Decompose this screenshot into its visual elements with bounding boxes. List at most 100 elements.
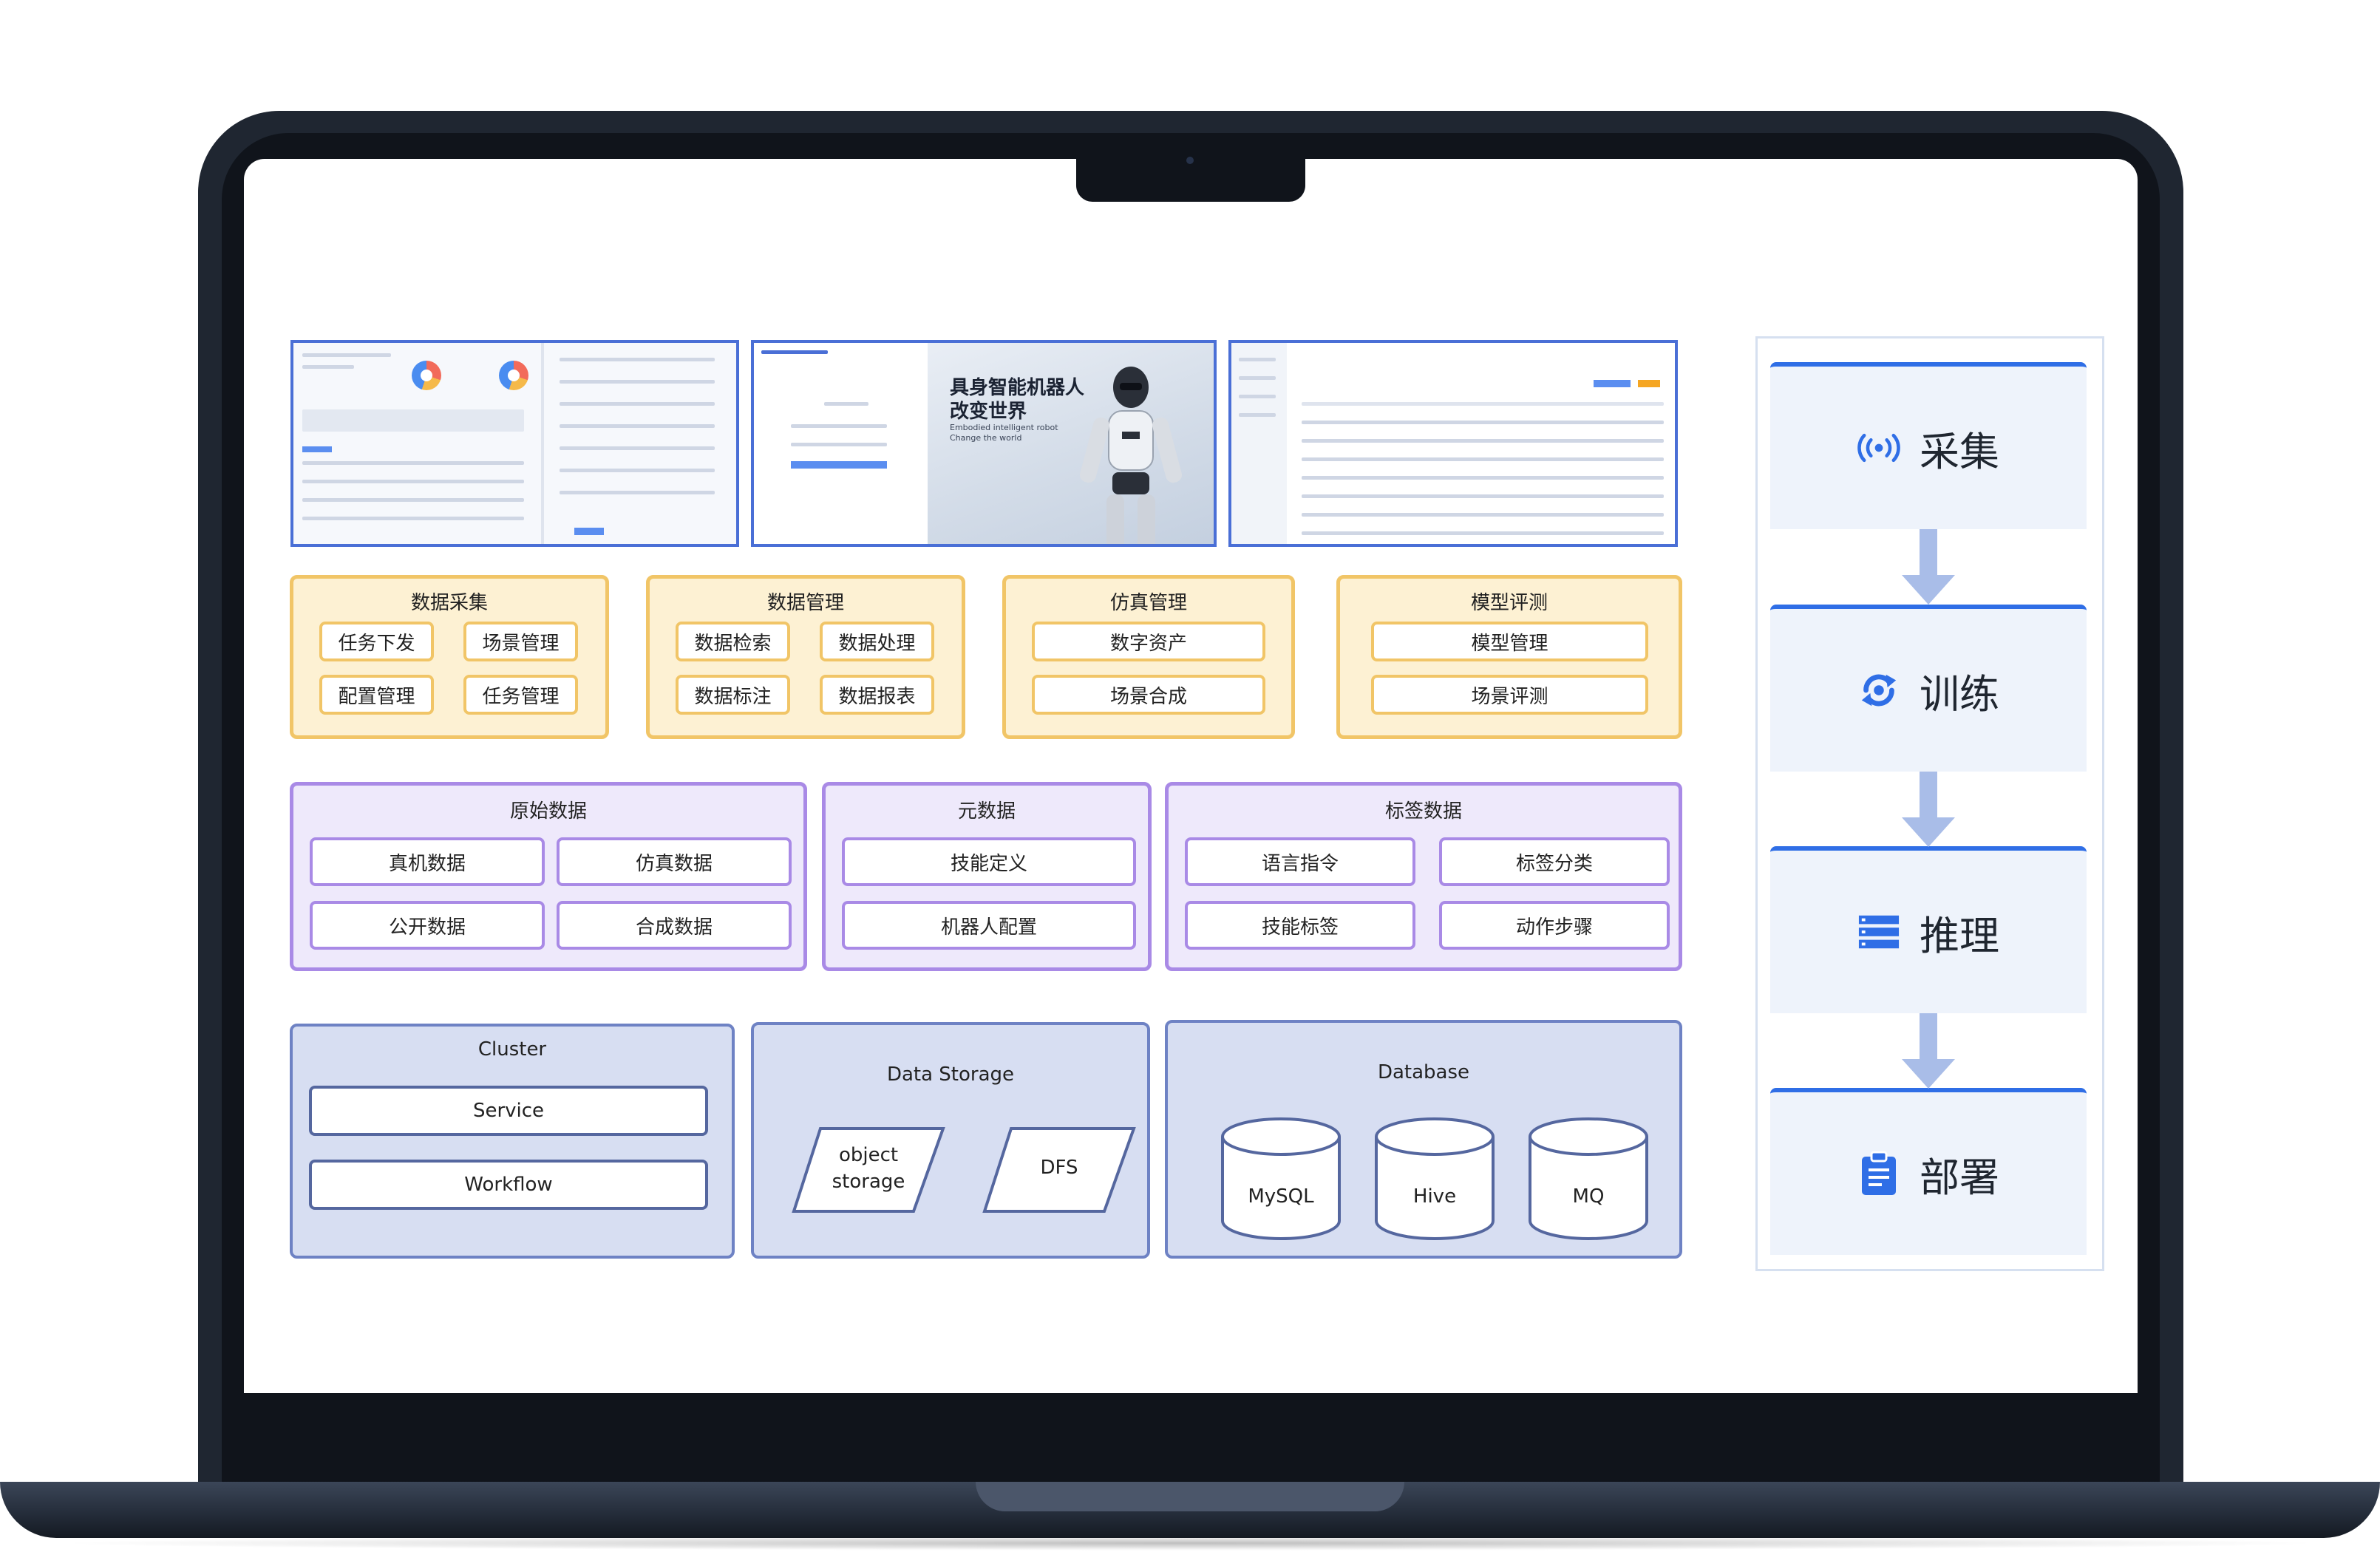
mini-row bbox=[302, 480, 524, 483]
dfs-label: DFS bbox=[1040, 1157, 1078, 1179]
mini-table-row bbox=[1302, 494, 1664, 498]
mini-row bbox=[302, 461, 524, 465]
screenshot-table bbox=[1228, 340, 1678, 547]
stage-label: 推理 bbox=[1920, 912, 1999, 959]
signal-broadcast-icon bbox=[1857, 426, 1900, 469]
arrow-down-icon bbox=[1902, 772, 1955, 847]
mini-sidebar bbox=[1231, 343, 1287, 544]
module-title: 数据管理 bbox=[766, 592, 844, 614]
chip-data-annotation: 数据标注 bbox=[676, 675, 790, 715]
chip-scene-evaluation: 场景评测 bbox=[1371, 675, 1648, 715]
arrow-down-icon bbox=[1902, 529, 1955, 605]
mini-table-row bbox=[1302, 421, 1664, 424]
hero-title-line2: 改变世界 bbox=[950, 401, 1027, 423]
mini-field bbox=[560, 491, 715, 494]
database-cylinder-icon bbox=[1375, 1117, 1495, 1240]
data-group-title: 标签数据 bbox=[1384, 800, 1462, 823]
database-cylinder-icon bbox=[1529, 1117, 1648, 1240]
chip-digital-assets: 数字资产 bbox=[1032, 622, 1265, 661]
mini-table-row bbox=[1302, 531, 1664, 535]
donut-chart-icon bbox=[412, 361, 441, 390]
infra-title: Data Storage bbox=[886, 1063, 1015, 1086]
chip-model-management: 模型管理 bbox=[1371, 622, 1648, 661]
refresh-cycle-icon bbox=[1857, 669, 1900, 712]
chip-data-search: 数据检索 bbox=[676, 622, 790, 661]
chip-robot-config: 机器人配置 bbox=[842, 901, 1136, 950]
module-simulation-management: 仿真管理 数字资产 场景合成 bbox=[1002, 575, 1295, 739]
mini-text bbox=[302, 365, 354, 369]
mini-login-button bbox=[791, 461, 887, 469]
chip-language-instruction: 语言指令 bbox=[1185, 837, 1415, 886]
mini-field bbox=[560, 469, 715, 472]
module-title: 数据采集 bbox=[410, 592, 488, 614]
laptop-shadow bbox=[52, 1536, 2328, 1551]
chip-public-data: 公开数据 bbox=[310, 901, 545, 950]
module-title: 模型评测 bbox=[1470, 592, 1548, 614]
infra-title: Database bbox=[1377, 1061, 1470, 1083]
mini-nav bbox=[1239, 395, 1276, 398]
database-cylinder-icon bbox=[1221, 1117, 1341, 1240]
data-group-title: 原始数据 bbox=[509, 800, 587, 823]
mini-table-row bbox=[1302, 439, 1664, 443]
hero-title-line1: 具身智能机器人 bbox=[950, 377, 1085, 399]
db-hive-label: Hive bbox=[1412, 1185, 1457, 1208]
mini-table-row bbox=[1302, 457, 1664, 461]
stage-label: 采集 bbox=[1920, 428, 1999, 475]
mini-row bbox=[302, 517, 524, 520]
chip-data-processing: 数据处理 bbox=[820, 622, 934, 661]
robot-illustration-icon bbox=[1079, 367, 1183, 544]
mini-tab bbox=[302, 446, 332, 452]
chip-synthetic-data: 合成数据 bbox=[557, 901, 792, 950]
module-data-collection: 数据采集 任务下发 场景管理 配置管理 任务管理 bbox=[290, 575, 609, 739]
chip-simulation-data: 仿真数据 bbox=[557, 837, 792, 886]
chip-scene-management: 场景管理 bbox=[463, 622, 578, 661]
hero-panel: 具身智能机器人 改变世界 Embodied intelligent robot … bbox=[928, 343, 1214, 544]
mini-nav bbox=[1239, 413, 1276, 417]
arrow-down-icon bbox=[1902, 1013, 1955, 1089]
mini-text bbox=[302, 353, 391, 357]
stage-train: 训练 bbox=[1770, 605, 2087, 772]
module-data-management: 数据管理 数据检索 数据处理 数据标注 数据报表 bbox=[646, 575, 965, 739]
chip-action-steps: 动作步骤 bbox=[1439, 901, 1670, 950]
data-group-title: 元数据 bbox=[957, 800, 1016, 823]
mini-row bbox=[302, 498, 524, 502]
data-raw: 原始数据 真机数据 仿真数据 公开数据 合成数据 bbox=[290, 782, 807, 971]
donut-chart-icon bbox=[499, 361, 528, 390]
divider bbox=[541, 343, 544, 544]
hero-subtitle-line2: Change the world bbox=[950, 433, 1022, 443]
module-title: 仿真管理 bbox=[1109, 592, 1187, 614]
chip-data-report: 数据报表 bbox=[820, 675, 934, 715]
mini-field bbox=[560, 380, 715, 384]
server-stack-icon bbox=[1857, 911, 1900, 953]
infra-database: Database MySQL Hive MQ bbox=[1165, 1020, 1682, 1259]
chip-real-robot-data: 真机数据 bbox=[310, 837, 545, 886]
chip-scene-synthesis: 场景合成 bbox=[1032, 675, 1265, 715]
chip-task-dispatch: 任务下发 bbox=[319, 622, 434, 661]
mini-logo bbox=[761, 350, 828, 354]
mini-field bbox=[560, 402, 715, 406]
data-meta: 元数据 技能定义 机器人配置 bbox=[822, 782, 1152, 971]
chip-skill-label: 技能标签 bbox=[1185, 901, 1415, 950]
object-storage-line1: object bbox=[838, 1144, 899, 1166]
clipboard-icon bbox=[1857, 1151, 1900, 1195]
laptop-hinge-groove bbox=[976, 1482, 1404, 1511]
mini-button bbox=[1594, 380, 1631, 387]
screenshot-login: 具身智能机器人 改变世界 Embodied intelligent robot … bbox=[751, 340, 1217, 547]
mini-field bbox=[791, 424, 887, 428]
hero-subtitle-line1: Embodied intelligent robot bbox=[950, 423, 1058, 432]
mini-table-row bbox=[1302, 476, 1664, 480]
mini-table-row bbox=[1302, 513, 1664, 517]
data-label: 标签数据 语言指令 标签分类 技能标签 动作步骤 bbox=[1165, 782, 1682, 971]
infra-title: Cluster bbox=[477, 1038, 547, 1061]
screenshot-dashboard bbox=[290, 340, 739, 547]
laptop-bottom-bezel bbox=[222, 1393, 2160, 1485]
object-storage-shape bbox=[792, 1127, 945, 1213]
mini-field bbox=[791, 443, 887, 446]
mini-button bbox=[1638, 380, 1660, 387]
infra-data-storage: Data Storage object storage DFS bbox=[751, 1022, 1150, 1259]
chip-service: Service bbox=[309, 1086, 708, 1136]
stage-deploy: 部署 bbox=[1770, 1088, 2087, 1255]
mini-text bbox=[824, 402, 868, 406]
mini-button bbox=[574, 528, 604, 535]
chip-workflow: Workflow bbox=[309, 1160, 708, 1210]
